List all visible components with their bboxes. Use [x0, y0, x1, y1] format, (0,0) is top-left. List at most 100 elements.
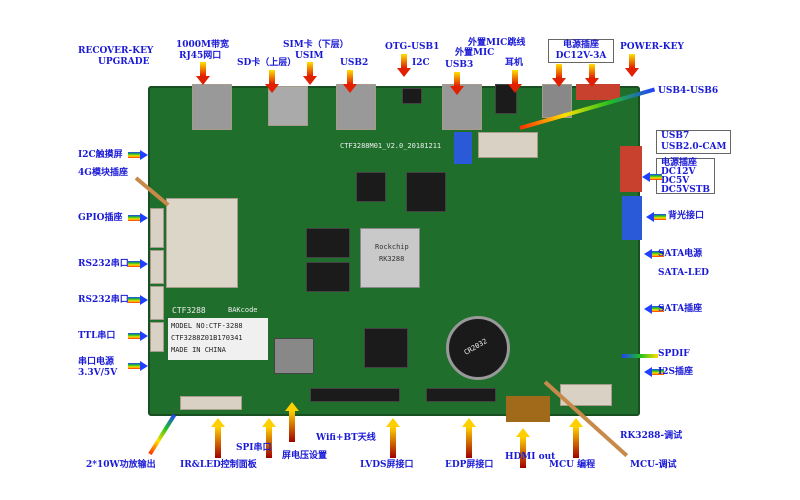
arrow-down-icon	[196, 62, 210, 86]
arrow-right-icon	[128, 295, 148, 305]
usb-headers	[478, 132, 538, 158]
power-socket-spec: DC12V-3A	[555, 51, 607, 61]
battery-label: CR2032	[462, 337, 489, 357]
arrow-down-icon	[397, 54, 411, 84]
label-recover-key: RECOVER-KEY	[78, 46, 154, 56]
label-rj45: RJ45网口	[179, 51, 222, 61]
label-ext-mic: 外置MIC	[455, 48, 495, 58]
arrow-down-icon	[552, 64, 566, 88]
ram-chip	[306, 228, 350, 258]
emmc-chip	[406, 172, 446, 212]
arrow-up-icon	[262, 418, 276, 458]
power-socket-title: 电源插座	[562, 40, 599, 50]
arrow-left-icon	[644, 367, 664, 377]
label-sata-led: SATA-LED	[658, 268, 709, 278]
usb7-text: USB7	[661, 131, 690, 141]
arrow-down-icon	[450, 72, 464, 95]
arrow-left-icon	[642, 172, 662, 182]
arrow-up-icon	[211, 418, 225, 458]
model-number: MODEL NO:CTF-3288	[171, 322, 243, 330]
edp-header	[426, 388, 496, 402]
arrow-right-icon	[128, 259, 148, 269]
label-backlight: 背光接口	[668, 211, 705, 221]
arrow-up-icon	[516, 428, 530, 468]
made-in: MADE IN CHINA	[171, 346, 226, 354]
label-hdmi-out: HDMI out	[505, 452, 556, 462]
i2c-connector	[454, 132, 472, 164]
ram-chip	[306, 262, 350, 292]
label-ir-led: IR&LED控制面板	[180, 460, 257, 470]
label-upgrade: UPGRADE	[98, 57, 150, 67]
arrow-up-icon	[569, 418, 583, 458]
label-sata: SATA插座	[658, 304, 703, 314]
arrow-down-icon	[585, 64, 599, 88]
label-usb2: USB2	[340, 58, 369, 68]
backlight-connector	[622, 196, 642, 240]
label-rk3288-debug: RK3288-调试	[620, 431, 683, 441]
arrow-down-icon	[625, 54, 639, 78]
arrow-left-icon	[644, 304, 664, 314]
arrow-up-icon	[462, 418, 476, 458]
label-earphone: 耳机	[505, 58, 524, 68]
label-i2s: I2S插座	[658, 367, 693, 377]
arrow-up-icon	[386, 418, 400, 458]
arrow-right-icon	[128, 213, 148, 223]
label-usb3: USB3	[445, 60, 474, 70]
arrow-down-icon	[303, 62, 317, 86]
label-spdif: SPDIF	[658, 349, 690, 359]
arrow-down-icon	[265, 70, 279, 93]
gpio-header	[150, 208, 164, 248]
label-amp-output: 2*10W功放输出	[86, 460, 156, 470]
label-gpio: GPIO插座	[78, 213, 123, 223]
arrow-left-icon	[646, 212, 666, 222]
rs232-header-1	[150, 250, 164, 284]
label-4g-module: 4G模块插座	[78, 168, 128, 178]
lvds-header	[310, 388, 400, 402]
rtc-battery: CR2032	[446, 316, 510, 380]
rs232-header-2	[150, 286, 164, 320]
pcb-board: Rockchip RK3288 CR2032 MODEL NO:CTF-3288…	[148, 84, 642, 422]
arrow-left-icon	[644, 249, 664, 259]
power2-dc12v: DC12V	[661, 167, 696, 177]
power2-dc5v: DC5V	[661, 176, 690, 186]
label-usb7-cam: USB7 USB2.0-CAM	[656, 130, 732, 154]
usb-cam-text: USB2.0-CAM	[661, 142, 727, 152]
power-connector-2	[620, 146, 642, 192]
label-i2c: I2C	[412, 58, 430, 68]
arrow-right-icon	[128, 361, 148, 371]
label-sim-card: SIM卡（下层）	[283, 40, 349, 50]
label-sd-card: SD卡（上层）	[237, 58, 297, 68]
label-screen-voltage: 屏电压设置	[282, 451, 328, 461]
ic-chip	[364, 328, 408, 368]
label-rs232-2: RS232串口	[78, 295, 129, 305]
rj45-port	[192, 84, 232, 130]
label-rs232-1: RS232串口	[78, 259, 129, 269]
4g-module-slot	[166, 198, 238, 288]
power-connector	[576, 84, 620, 100]
label-uart-voltage: 3.3V/5V	[78, 368, 118, 378]
label-rj45-speed: 1000M带宽	[176, 40, 230, 50]
board-brand: BAKcode	[228, 306, 258, 314]
soc-chip: Rockchip RK3288	[360, 228, 420, 288]
label-mcu-programming: MCU 编程	[549, 460, 596, 470]
board-revision: CTF3288M01_V2.0_20181211	[340, 142, 442, 150]
arrow-right-icon	[128, 150, 148, 160]
pointer-line	[622, 354, 658, 358]
label-edp: EDP屏接口	[445, 460, 494, 470]
label-sata-power: SATA电源	[658, 249, 703, 259]
arrow-down-icon	[508, 70, 522, 93]
soc-model: RK3288	[379, 255, 405, 263]
board-model: CTF3288	[172, 306, 206, 315]
ttl-header	[150, 322, 164, 352]
label-usb4-usb6: USB4-USB6	[658, 86, 719, 96]
label-power-socket: 电源插座 DC12V-3A	[548, 39, 614, 63]
otg-usb-port	[402, 88, 422, 104]
label-ttl: TTL串口	[78, 331, 116, 341]
arrow-up-icon	[285, 402, 299, 442]
label-spi: SPI串口	[236, 443, 272, 453]
arrow-down-icon	[343, 70, 357, 93]
soc-brand: Rockchip	[375, 243, 409, 251]
arrow-right-icon	[128, 331, 148, 341]
label-uart-power: 串口电源	[78, 357, 115, 367]
label-ext-mic-jumper: 外置MIC跳线	[468, 38, 526, 48]
